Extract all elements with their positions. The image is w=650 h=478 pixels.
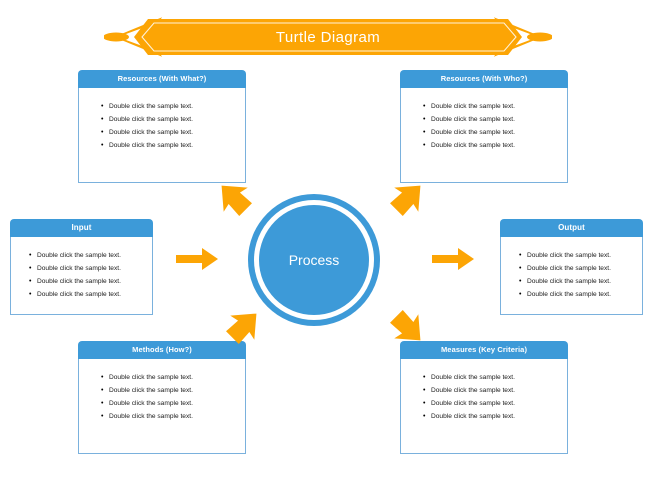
bullet-list: Double click the sample text. Double cli… <box>101 371 245 423</box>
list-item[interactable]: Double click the sample text. <box>423 384 567 397</box>
chevron-arrow-icon <box>390 185 421 216</box>
list-item[interactable]: Double click the sample text. <box>423 100 567 113</box>
list-item[interactable]: Double click the sample text. <box>29 288 152 301</box>
box-header-resources-with-who: Resources (With Who?) <box>400 70 568 88</box>
output-arrow <box>432 245 476 273</box>
page-title: Turtle Diagram <box>275 28 381 46</box>
list-item[interactable]: Double click the sample text. <box>29 249 152 262</box>
list-item[interactable]: Double click the sample text. <box>519 275 642 288</box>
list-item[interactable]: Double click the sample text. <box>101 126 245 139</box>
list-item[interactable]: Double click the sample text. <box>519 288 642 301</box>
list-item[interactable]: Double click the sample text. <box>101 100 245 113</box>
title-ribbon[interactable]: Turtle Diagram <box>104 17 552 57</box>
list-item[interactable]: Double click the sample text. <box>101 397 245 410</box>
arrow-right-icon <box>432 248 474 270</box>
bullet-list: Double click the sample text. Double cli… <box>101 100 245 152</box>
list-item[interactable]: Double click the sample text. <box>423 410 567 423</box>
process-label: Process <box>288 252 340 268</box>
box-body-input: Double click the sample text. Double cli… <box>10 237 153 315</box>
list-item[interactable]: Double click the sample text. <box>101 410 245 423</box>
list-item[interactable]: Double click the sample text. <box>101 113 245 126</box>
process-circle[interactable]: Process <box>248 194 380 326</box>
list-item[interactable]: Double click the sample text. <box>423 113 567 126</box>
circle-inner-disc: Process <box>259 205 369 315</box>
box-measures[interactable]: Measures (Key Criteria) Double click the… <box>400 341 568 454</box>
box-header-measures: Measures (Key Criteria) <box>400 341 568 359</box>
bullet-list: Double click the sample text. Double cli… <box>29 249 152 301</box>
bullet-list: Double click the sample text. Double cli… <box>423 100 567 152</box>
box-body-output: Double click the sample text. Double cli… <box>500 237 643 315</box>
list-item[interactable]: Double click the sample text. <box>101 384 245 397</box>
chevron-arrow-icon <box>226 313 257 344</box>
chevron-arrow-icon <box>390 310 421 341</box>
bottom-left-arrow <box>222 306 264 348</box>
arrow-right-icon <box>176 248 218 270</box>
box-resources-with-who[interactable]: Resources (With Who?) Double click the s… <box>400 70 568 183</box>
box-input[interactable]: Input Double click the sample text. Doub… <box>10 219 153 315</box>
list-item[interactable]: Double click the sample text. <box>423 139 567 152</box>
top-left-arrow <box>214 178 256 220</box>
box-body-methods: Double click the sample text. Double cli… <box>78 359 246 454</box>
box-methods[interactable]: Methods (How?) Double click the sample t… <box>78 341 246 454</box>
bottom-right-arrow <box>386 306 428 348</box>
box-header-output: Output <box>500 219 643 237</box>
list-item[interactable]: Double click the sample text. <box>423 397 567 410</box>
box-header-input: Input <box>10 219 153 237</box>
list-item[interactable]: Double click the sample text. <box>519 262 642 275</box>
box-output[interactable]: Output Double click the sample text. Dou… <box>500 219 643 315</box>
list-item[interactable]: Double click the sample text. <box>29 275 152 288</box>
ribbon-shape-icon <box>104 17 552 57</box>
bullet-list: Double click the sample text. Double cli… <box>423 371 567 423</box>
list-item[interactable]: Double click the sample text. <box>29 262 152 275</box>
box-resources-with-what[interactable]: Resources (With What?) Double click the … <box>78 70 246 183</box>
box-body-resources-with-who: Double click the sample text. Double cli… <box>400 88 568 183</box>
chevron-arrow-icon <box>221 185 252 216</box>
bullet-list: Double click the sample text. Double cli… <box>519 249 642 301</box>
box-header-resources-with-what: Resources (With What?) <box>78 70 246 88</box>
list-item[interactable]: Double click the sample text. <box>101 371 245 384</box>
list-item[interactable]: Double click the sample text. <box>101 139 245 152</box>
box-header-methods: Methods (How?) <box>78 341 246 359</box>
list-item[interactable]: Double click the sample text. <box>423 126 567 139</box>
box-body-measures: Double click the sample text. Double cli… <box>400 359 568 454</box>
top-right-arrow <box>386 178 428 220</box>
box-body-resources-with-what: Double click the sample text. Double cli… <box>78 88 246 183</box>
list-item[interactable]: Double click the sample text. <box>519 249 642 262</box>
list-item[interactable]: Double click the sample text. <box>423 371 567 384</box>
input-arrow <box>176 245 220 273</box>
